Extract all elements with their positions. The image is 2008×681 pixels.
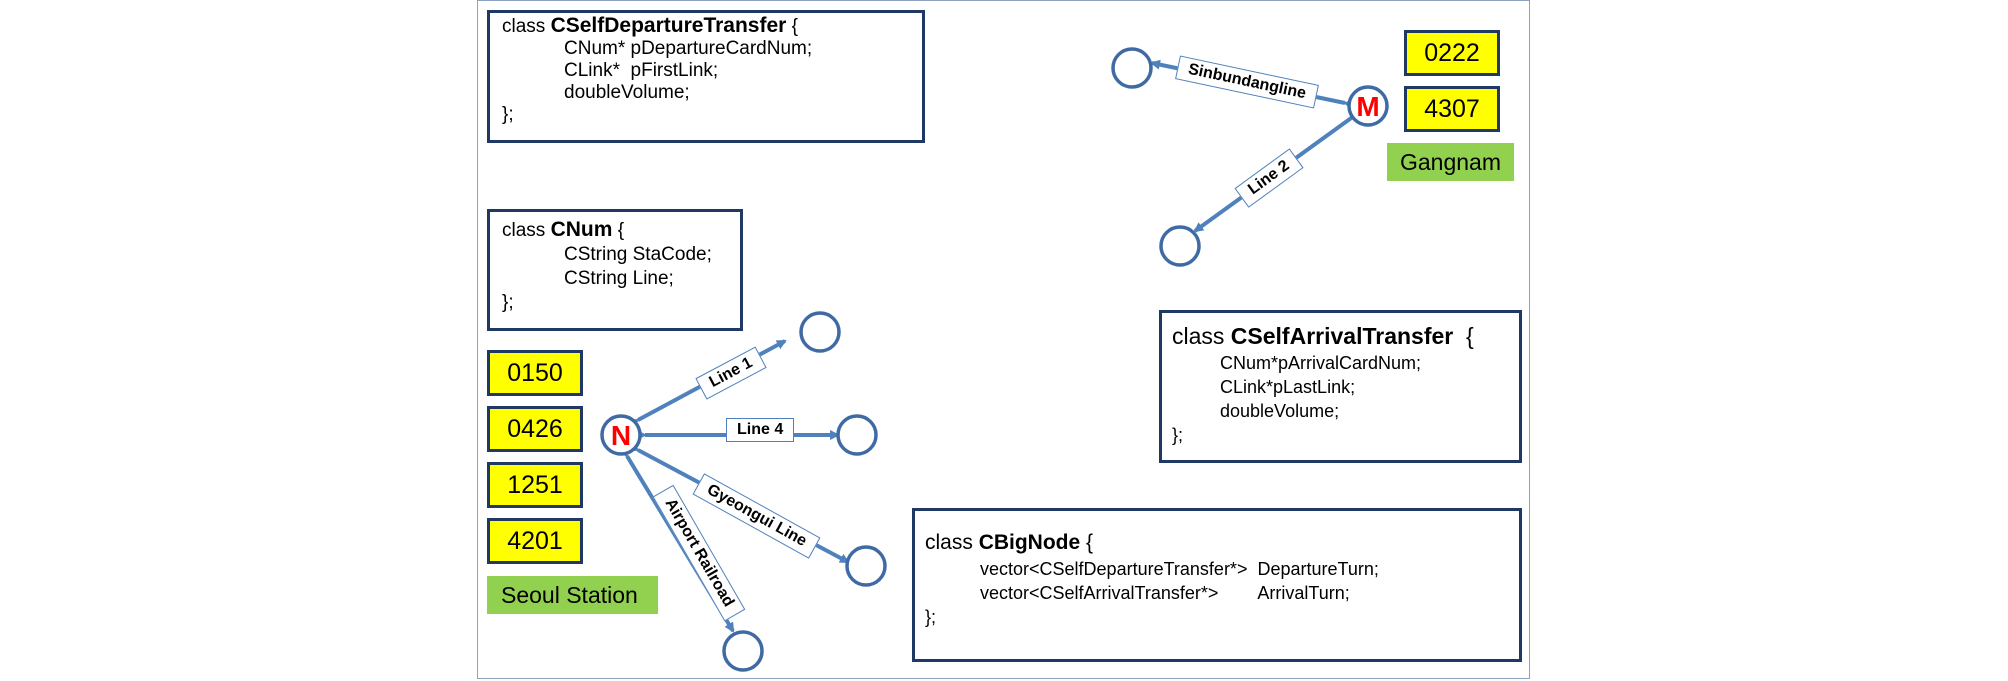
- class-field: CString Line;: [564, 268, 674, 289]
- class-close: };: [1172, 425, 1184, 445]
- edge-label-line4: Line 4: [726, 418, 795, 442]
- class-arrival-box: class CSelfArrivalTransfer { CNum*pArriv…: [1159, 310, 1522, 463]
- node-circle: [722, 630, 764, 672]
- class-header: class CSelfArrivalTransfer {: [1172, 323, 1474, 349]
- class-header: class CNum {: [502, 218, 625, 241]
- station-code-box: 1251: [487, 462, 583, 508]
- class-bignode-box: class CBigNode { vector<CSelfDepartureTr…: [912, 508, 1522, 662]
- station-code-box: 0426: [487, 406, 583, 452]
- seoul-big-node: [600, 414, 642, 456]
- class-close: };: [502, 292, 514, 313]
- class-field: CNum*pArrivalCardNum;: [1220, 353, 1422, 373]
- class-cnum-box: class CNum { CString StaCode; CString Li…: [487, 209, 743, 331]
- node-circle: [799, 311, 841, 353]
- station-code-box: 0222: [1404, 30, 1500, 76]
- gangnam-node-letter: M: [1356, 91, 1379, 122]
- class-name: CNum: [550, 218, 613, 241]
- seoul-node-letter: N: [611, 420, 631, 451]
- station-code-box: 0150: [487, 350, 583, 396]
- class-field: vector<CSelfDepartureTransfer*> Departur…: [980, 559, 1379, 579]
- class-name: CBigNode: [978, 531, 1081, 554]
- gangnam-big-node: [1347, 85, 1389, 127]
- class-departure-box: class CSelfDepartureTransfer { CNum* pDe…: [487, 10, 925, 143]
- node-circle: [1111, 47, 1153, 89]
- class-name: CSelfDepartureTransfer: [550, 14, 787, 37]
- class-field: CNum* pDepartureCardNum;: [564, 38, 813, 59]
- class-field: vector<CSelfArrivalTransfer*> ArrivalTur…: [980, 583, 1350, 603]
- class-header: class CBigNode {: [925, 531, 1094, 554]
- class-field: doubleVolume;: [564, 82, 690, 103]
- class-close: };: [502, 104, 514, 125]
- class-close: };: [925, 607, 937, 627]
- class-name: CSelfArrivalTransfer: [1230, 323, 1454, 349]
- node-circle: [1159, 225, 1201, 267]
- class-header: class CSelfDepartureTransfer {: [502, 14, 798, 38]
- class-field: CString StaCode;: [564, 244, 712, 265]
- station-name-label: Gangnam: [1387, 143, 1514, 181]
- station-code-box: 4307: [1404, 86, 1500, 132]
- class-field: CLink*pLastLink;: [1220, 377, 1356, 397]
- station-code-box: 4201: [487, 518, 583, 564]
- node-circle: [845, 545, 887, 587]
- class-field: doubleVolume;: [1220, 401, 1340, 421]
- class-field: CLink* pFirstLink;: [564, 60, 719, 81]
- node-circle: [836, 414, 878, 456]
